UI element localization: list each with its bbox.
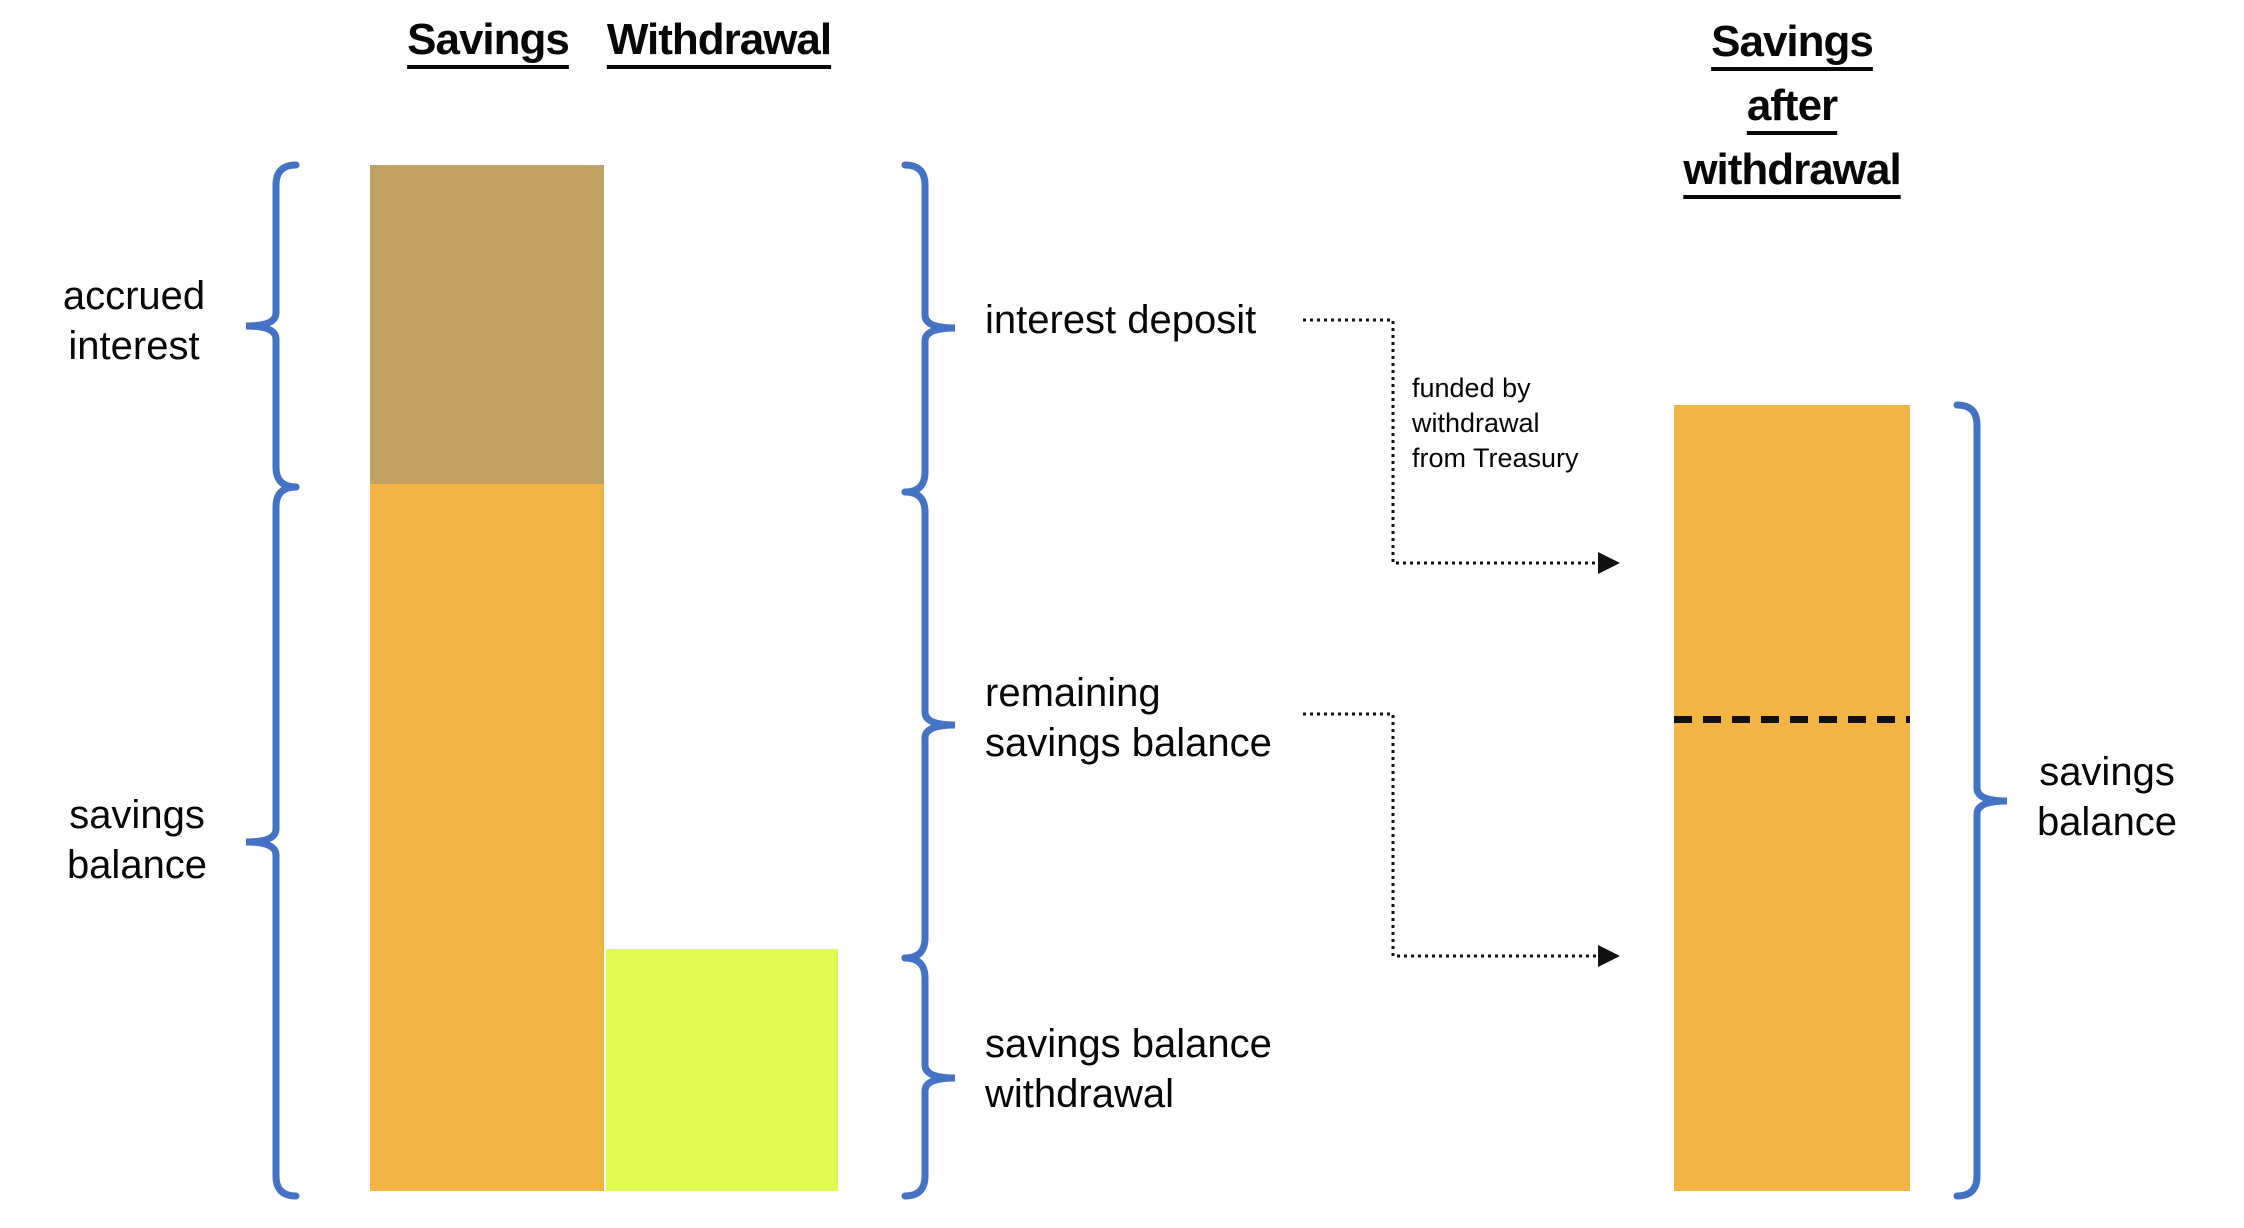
funded-by-treasury-note: funded by withdrawal from Treasury [1412, 373, 1579, 473]
interest-deposit-label: interest deposit [985, 298, 1257, 342]
withdrawal-bar [606, 949, 838, 1191]
brace-remaining-balance [901, 488, 956, 962]
savings-column-header: Savings [407, 15, 570, 64]
withdrawal-column-header: Withdrawal [606, 15, 832, 64]
brace-interest-deposit [901, 161, 956, 496]
savings-after-withdrawal-bar [1674, 405, 1910, 1191]
connector-interest-deposit-arrowhead-icon [1598, 552, 1620, 574]
accrued-interest-bar-segment [370, 165, 604, 484]
accrued-interest-label: accrued interest [62, 274, 206, 368]
remaining-savings-balance-label: remaining savings balance [985, 671, 1272, 765]
savings-balance-right-label: savings balance [2036, 750, 2178, 844]
remaining-balance-dashed-marker-line [1674, 716, 1910, 723]
brace-balance-withdrawal [901, 954, 956, 1200]
savings-balance-bar-segment [370, 484, 604, 1191]
connector-remaining-balance-arrowhead-icon [1598, 945, 1620, 967]
savings-balance-withdrawal-label: savings balance withdrawal [985, 1022, 1272, 1116]
savings-after-withdrawal-column-header: Savings after withdrawal [1683, 17, 1901, 194]
savings-balance-left-label: savings balance [66, 793, 208, 887]
